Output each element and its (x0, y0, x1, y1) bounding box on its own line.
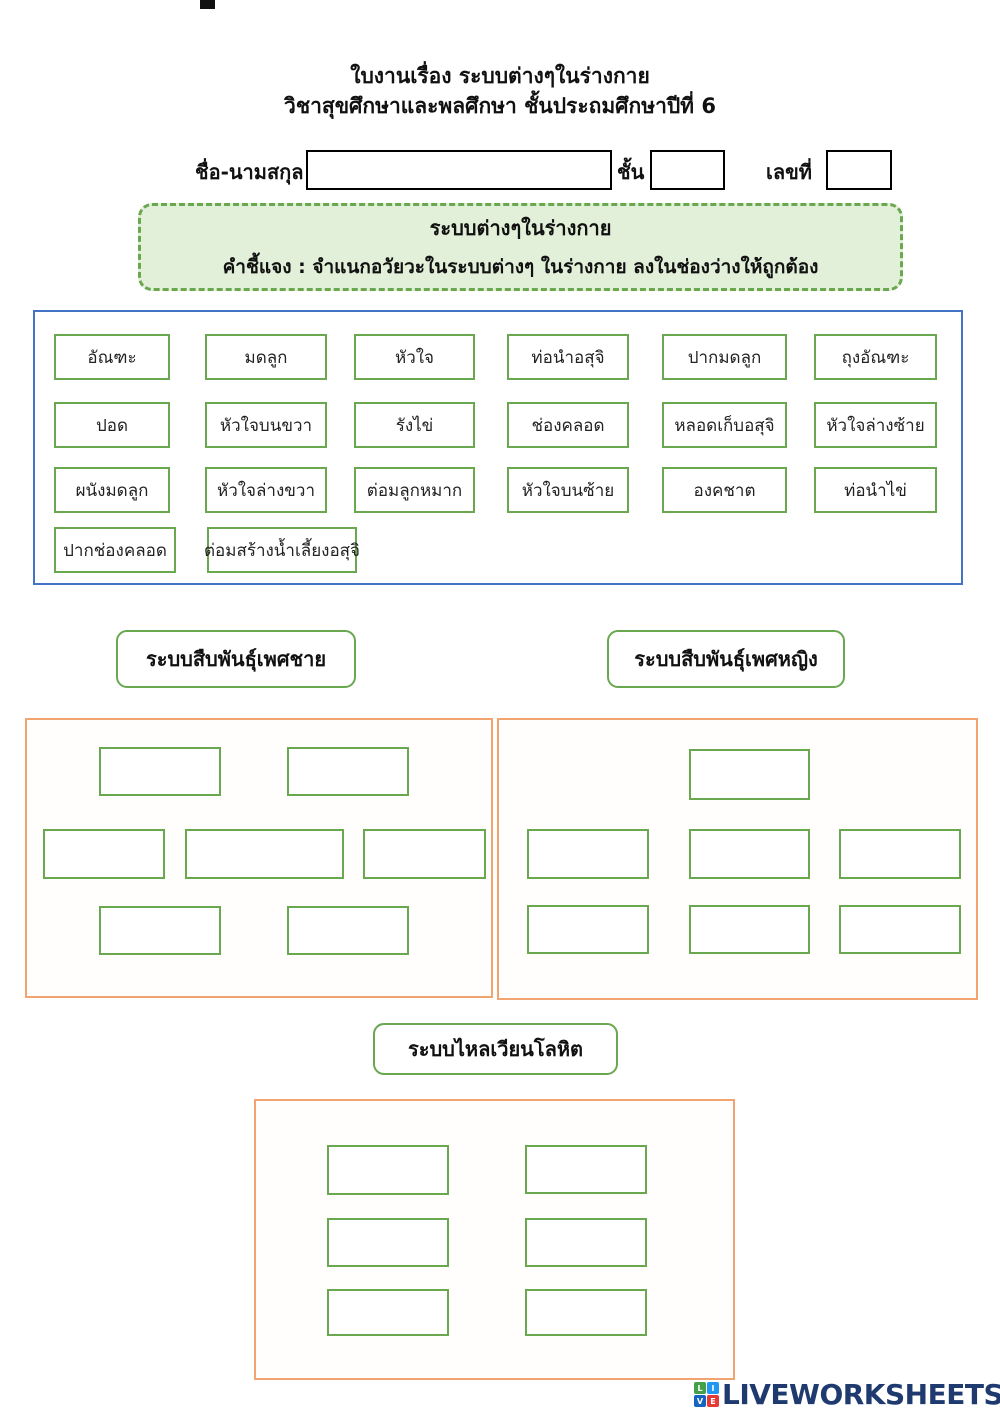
answer-area-circulatory (254, 1099, 735, 1380)
answer-slot-circulatory-5[interactable] (327, 1289, 449, 1336)
name-label: ชื่อ-นามสกุล (195, 160, 304, 184)
answer-slot-circulatory-6[interactable] (525, 1289, 647, 1336)
answer-slot-female-4[interactable] (839, 829, 961, 879)
instruction-text: คำชี้แจง : จำแนกอวัยวะในระบบต่างๆ ในร่าง… (222, 256, 819, 278)
word-bank-item[interactable]: อัณฑะ (54, 334, 170, 380)
word-bank-item[interactable]: หัวใจบนขวา (205, 402, 327, 448)
word-bank-item[interactable]: หัวใจบนซ้าย (507, 467, 629, 513)
answer-slot-female-2[interactable] (527, 829, 649, 879)
answer-slot-male-4[interactable] (185, 829, 344, 879)
answer-slot-male-3[interactable] (43, 829, 165, 879)
word-bank-item[interactable]: องคชาต (662, 467, 787, 513)
word-bank-item[interactable]: รังไข่ (354, 402, 475, 448)
answer-slot-circulatory-4[interactable] (525, 1218, 647, 1267)
logo-square-v: V (694, 1395, 706, 1407)
number-input[interactable] (826, 150, 892, 190)
answer-area-male (25, 718, 493, 998)
answer-slot-male-5[interactable] (363, 829, 486, 879)
answer-slot-female-5[interactable] (527, 905, 649, 954)
answer-slot-female-6[interactable] (689, 905, 810, 954)
answer-slot-circulatory-2[interactable] (525, 1145, 647, 1194)
instruction-box: ระบบต่างๆในร่างกาย คำชี้แจง : จำแนกอวัยว… (138, 203, 903, 291)
word-bank-item[interactable]: ช่องคลอด (507, 402, 629, 448)
number-label: เลขที่ (766, 160, 812, 184)
word-bank-item[interactable]: ปอด (54, 402, 170, 448)
class-label: ชั้น (617, 160, 645, 184)
word-bank: อัณฑะ มดลูก หัวใจ ท่อนำอสุจิ ปากมดลูก ถุงอัณฑ… (33, 310, 963, 585)
scan-artifact (200, 0, 215, 9)
word-bank-item[interactable]: ต่อมลูกหมาก (354, 467, 475, 513)
word-bank-item[interactable]: มดลูก (205, 334, 327, 380)
name-input[interactable] (306, 150, 612, 190)
word-bank-item[interactable]: ต่อมสร้างน้ำเลี้ยงอสุจิ (204, 527, 360, 573)
answer-slot-female-3[interactable] (689, 829, 810, 879)
answer-slot-male-2[interactable] (287, 747, 409, 796)
word-bank-item[interactable]: หัวใจล่างขวา (205, 467, 327, 513)
instruction-title: ระบบต่างๆในร่างกาย (429, 216, 612, 240)
section-header-circulatory: ระบบไหลเวียนโลหิต (373, 1023, 618, 1075)
answer-slot-circulatory-1[interactable] (327, 1145, 449, 1195)
section-header-female: ระบบสืบพันธุ์เพศหญิง (607, 630, 845, 688)
worksheet-subtitle: วิชาสุขศึกษาและพลศึกษา ชั้นประถมศึกษาปีท… (284, 94, 716, 118)
word-bank-item[interactable]: หัวใจล่างซ้าย (814, 402, 937, 448)
word-bank-item[interactable]: ถุงอัณฑะ (814, 334, 937, 380)
section-header-male: ระบบสืบพันธุ์เพศชาย (116, 630, 356, 688)
logo-square-l: L (694, 1382, 706, 1394)
answer-slot-male-6[interactable] (99, 906, 221, 955)
answer-slot-circulatory-3[interactable] (327, 1218, 449, 1267)
liveworksheets-logo-text: LIVEWORKSHEETS (722, 1378, 1000, 1411)
class-input[interactable] (650, 150, 725, 190)
word-bank-item[interactable]: หลอดเก็บอสุจิ (662, 402, 787, 448)
word-bank-item[interactable]: ผนังมดลูก (54, 467, 170, 513)
logo-square-e: E (707, 1395, 719, 1407)
answer-area-female (497, 718, 978, 1000)
word-bank-item[interactable]: ปากมดลูก (662, 334, 787, 380)
word-bank-item[interactable]: ท่อนำอสุจิ (507, 334, 629, 380)
answer-slot-female-7[interactable] (839, 905, 961, 954)
word-bank-item[interactable]: หัวใจ (354, 334, 475, 380)
answer-slot-male-7[interactable] (287, 906, 409, 955)
word-bank-item[interactable]: ท่อนำไข่ (814, 467, 937, 513)
worksheet-title: ใบงานเรื่อง ระบบต่างๆในร่างกาย (350, 64, 650, 88)
answer-slot-female-1[interactable] (689, 749, 810, 800)
answer-slot-male-1[interactable] (99, 747, 221, 796)
word-bank-item[interactable]: ปากช่องคลอด (54, 527, 176, 573)
logo-square-i: I (707, 1382, 719, 1394)
